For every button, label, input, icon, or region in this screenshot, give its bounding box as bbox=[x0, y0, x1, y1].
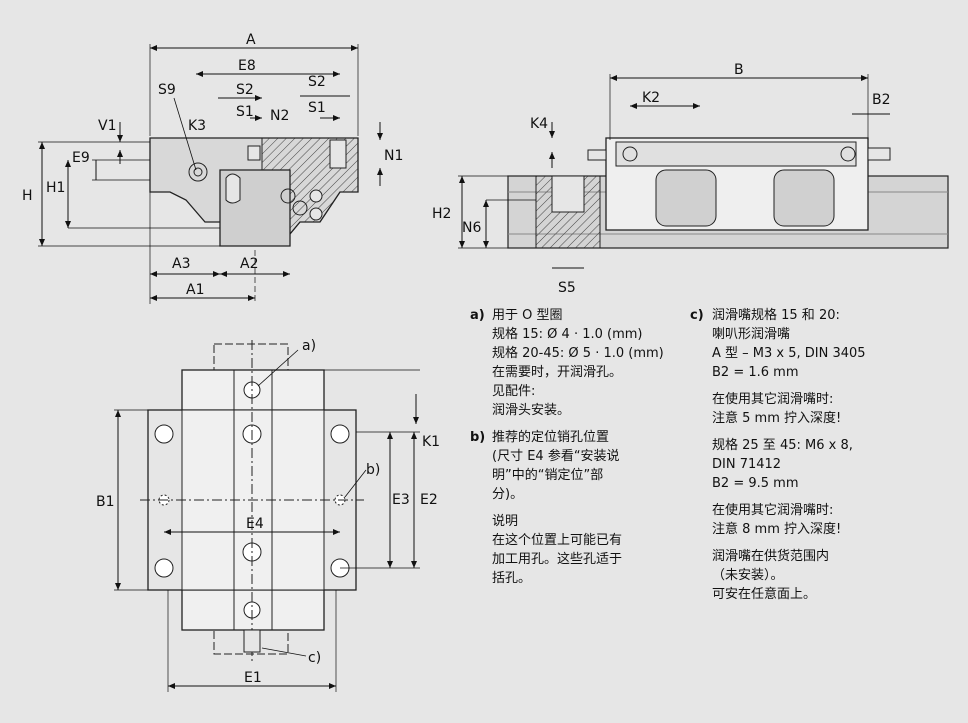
dim-A2: A2 bbox=[240, 256, 258, 272]
dim-E2: E2 bbox=[420, 492, 438, 508]
dim-K3: K3 bbox=[188, 118, 206, 134]
dim-S2-left: S2 bbox=[236, 82, 254, 98]
dim-E1: E1 bbox=[244, 670, 262, 686]
callout-a: a) bbox=[302, 338, 316, 354]
dim-S2-right: S2 bbox=[308, 74, 326, 90]
dim-S5: S5 bbox=[558, 280, 576, 296]
side-view-labels: B K2 B2 K4 H2 N6 S5 bbox=[432, 62, 891, 296]
note-a: a)用于 O 型圈 bbox=[470, 308, 563, 323]
dim-B: B bbox=[734, 62, 744, 78]
note-b: b)推荐的定位销孔位置 bbox=[470, 430, 610, 445]
notes-column-right: c)润滑嘴规格 15 和 20: 喇叭形润滑嘴 A 型 – M3 x 5, DI… bbox=[690, 306, 940, 604]
callout-b: b) bbox=[366, 462, 380, 478]
side-view bbox=[458, 74, 949, 269]
front-view bbox=[38, 44, 383, 304]
dim-E3: E3 bbox=[392, 492, 410, 508]
top-view bbox=[114, 340, 420, 692]
dim-S1-left: S1 bbox=[236, 104, 254, 120]
dim-H: H bbox=[22, 188, 33, 204]
dim-N2: N2 bbox=[270, 108, 289, 124]
dim-K1: K1 bbox=[422, 434, 440, 450]
dim-K4: K4 bbox=[530, 116, 548, 132]
note-b-explain-title: 说明 bbox=[492, 514, 519, 529]
dim-N1: N1 bbox=[384, 148, 403, 164]
dim-K2: K2 bbox=[642, 90, 660, 106]
dim-S9: S9 bbox=[158, 82, 176, 98]
dim-N6: N6 bbox=[462, 220, 481, 236]
dim-H2: H2 bbox=[432, 206, 451, 222]
front-view-labels: A E8 S2 S2 S9 S1 S1 K3 N2 V1 E9 N1 H H1 … bbox=[22, 32, 403, 298]
notes-column-left: a)用于 O 型圈 规格 15: Ø 4 · 1.0 (mm) 规格 20-45… bbox=[470, 306, 680, 588]
note-c: c)润滑嘴规格 15 和 20: bbox=[690, 308, 840, 323]
dim-E4: E4 bbox=[246, 516, 264, 532]
top-view-labels: K1 B1 E3 E2 E4 E1 a) b) c) bbox=[96, 338, 440, 686]
dim-E8: E8 bbox=[238, 58, 256, 74]
dim-B2: B2 bbox=[872, 92, 891, 108]
callout-c: c) bbox=[308, 650, 321, 666]
dim-B1: B1 bbox=[96, 494, 115, 510]
dim-A: A bbox=[246, 32, 256, 48]
dim-A3: A3 bbox=[172, 256, 190, 272]
dim-E9: E9 bbox=[72, 150, 90, 166]
dim-H1: H1 bbox=[46, 180, 65, 196]
dim-A1: A1 bbox=[186, 282, 204, 298]
dim-S1-right: S1 bbox=[308, 100, 326, 116]
dim-V1: V1 bbox=[98, 118, 116, 134]
